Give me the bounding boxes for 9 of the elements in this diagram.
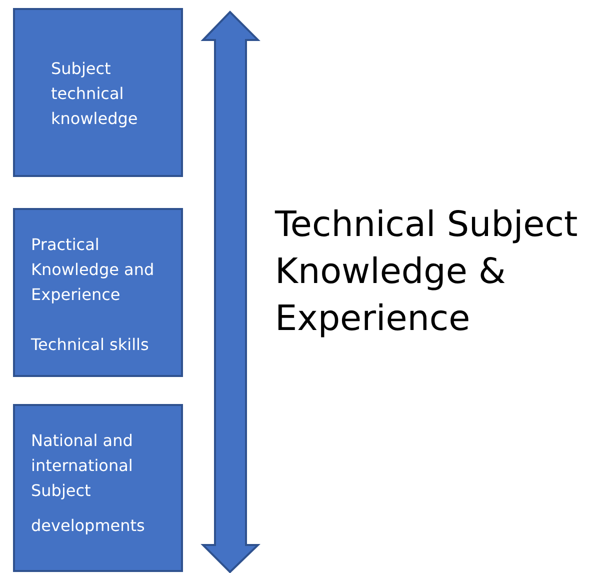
box-text: National and international Subject [31, 430, 134, 502]
heading-text: Technical Subject Knowledge & Experience [275, 204, 579, 341]
text-box [13, 8, 183, 177]
box-subtext: Technical skills [31, 334, 150, 356]
box-text: Practical Knowledge and Experience [31, 234, 156, 306]
box-subtext: developments [31, 515, 146, 537]
text-box [13, 404, 183, 572]
box-text: Subject technical knowledge [51, 58, 139, 130]
text-box [13, 208, 183, 377]
